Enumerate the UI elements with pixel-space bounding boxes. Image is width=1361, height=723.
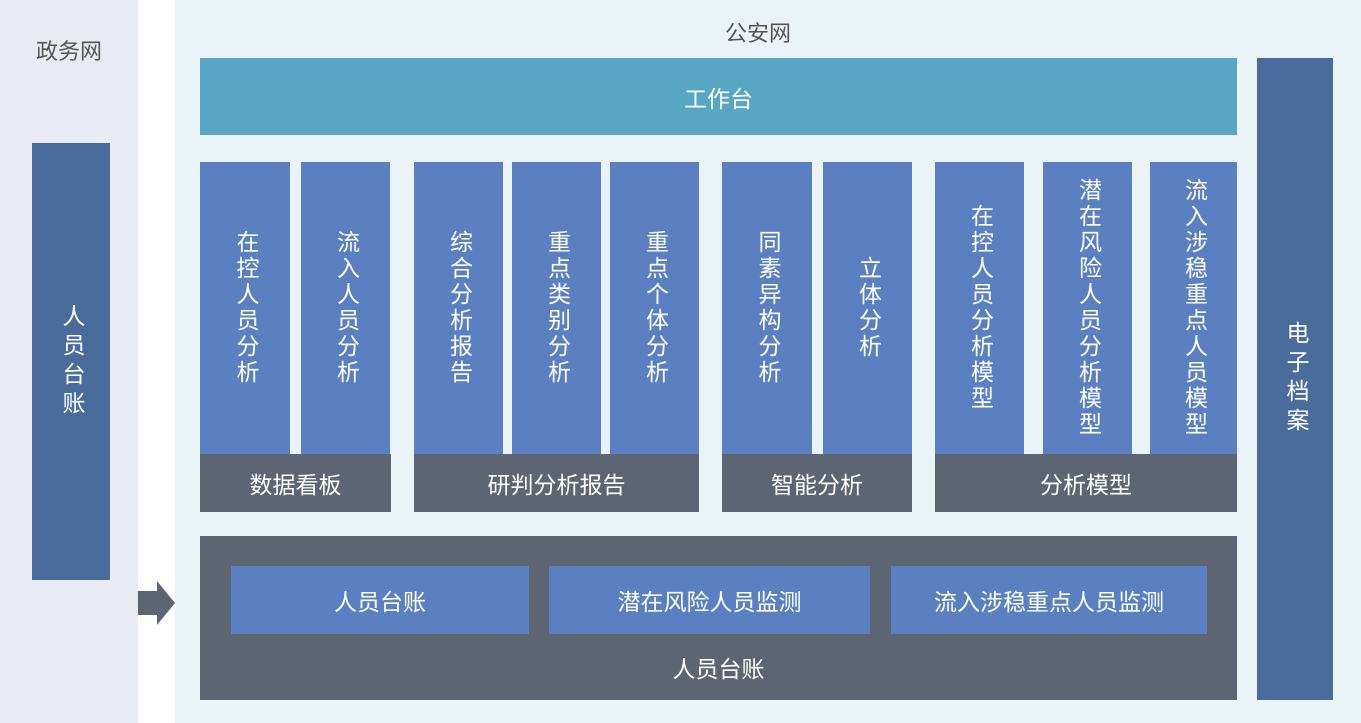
left-ledger-box: 人员台账 — [32, 143, 110, 580]
col-key-category-analysis[interactable]: 重点类别分析 — [512, 162, 601, 454]
group-label-models: 分析模型 — [935, 454, 1237, 512]
col-in-control-analysis[interactable]: 在控人员分析 — [200, 162, 290, 454]
arrow-right-icon — [138, 581, 175, 625]
col-in-control-model[interactable]: 在控人员分析模型 — [935, 162, 1024, 454]
group-label-report: 研判分析报告 — [414, 454, 699, 512]
ledger-item-personnel[interactable]: 人员台账 — [231, 566, 529, 634]
group-label-dashboard: 数据看板 — [200, 454, 391, 512]
col-inflow-model[interactable]: 流入涉稳重点人员模型 — [1150, 162, 1237, 454]
col-inflow-analysis[interactable]: 流入人员分析 — [301, 162, 390, 454]
police-network-title: 公安网 — [724, 22, 791, 47]
archive-box[interactable]: 电子档案 — [1257, 58, 1333, 700]
workbench-bar[interactable]: 工作台 — [200, 58, 1237, 135]
ledger-item-inflow-monitor[interactable]: 流入涉稳重点人员监测 — [891, 566, 1207, 634]
col-key-individual-analysis[interactable]: 重点个体分析 — [610, 162, 699, 454]
group-label-smart-analysis: 智能分析 — [722, 454, 912, 512]
col-3d-analysis[interactable]: 立体分析 — [823, 162, 912, 454]
col-comprehensive-report[interactable]: 综合分析报告 — [414, 162, 503, 454]
col-isomer-analysis[interactable]: 同素异构分析 — [722, 162, 812, 454]
col-risk-model[interactable]: 潜在风险人员分析模型 — [1043, 162, 1132, 454]
ledger-section-label: 人员台账 — [672, 657, 765, 683]
ledger-item-risk-monitor[interactable]: 潜在风险人员监测 — [549, 566, 870, 634]
gov-network-title: 政务网 — [35, 40, 102, 65]
